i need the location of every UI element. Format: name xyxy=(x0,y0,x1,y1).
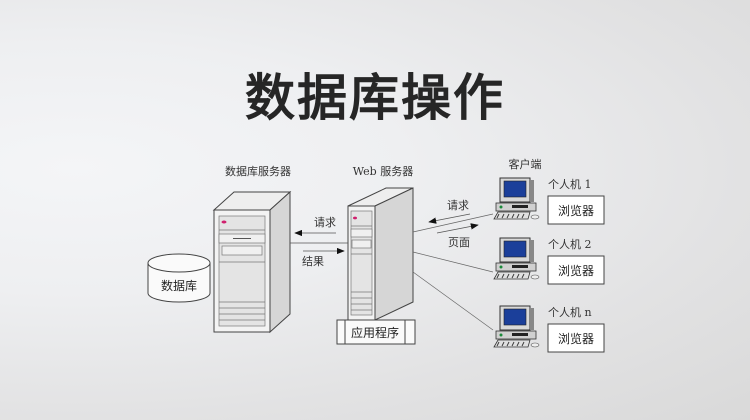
application-box: 应用程序 xyxy=(336,319,416,345)
browser-box xyxy=(547,195,605,225)
client-link-n xyxy=(412,271,494,331)
client-request-arrow xyxy=(428,213,471,224)
client-name-label: 个人机 n xyxy=(548,305,592,319)
db-server-icon xyxy=(212,190,292,334)
web-server-icon xyxy=(347,187,414,321)
browser-label: 浏览器 xyxy=(558,331,594,346)
client-3: 个人机 n 浏览器 xyxy=(493,305,605,353)
browser-label: 浏览器 xyxy=(558,203,594,218)
client-label: 客户端 xyxy=(509,157,542,171)
client-link-2 xyxy=(412,251,494,273)
client-request-label: 请求 xyxy=(447,199,469,212)
page-label: 页面 xyxy=(448,236,470,249)
page-title: 数据库操作 xyxy=(245,69,505,127)
client-1: 个人机 1 浏览器 xyxy=(493,177,605,225)
computer-icon xyxy=(493,177,540,220)
database-icon: 数据库 xyxy=(147,253,211,303)
database-label: 数据库 xyxy=(161,278,197,293)
browser-box xyxy=(547,255,605,285)
client-name-label: 个人机 2 xyxy=(548,237,592,251)
application-label: 应用程序 xyxy=(351,325,399,340)
result-label: 结果 xyxy=(302,255,324,268)
client-2: 个人机 2 浏览器 xyxy=(493,237,605,285)
request-label: 请求 xyxy=(314,216,336,229)
browser-box xyxy=(547,323,605,353)
page-arrow xyxy=(436,223,479,234)
client-link-1 xyxy=(412,213,494,233)
db-server-label: 数据库服务器 xyxy=(225,164,291,178)
browser-label: 浏览器 xyxy=(558,263,594,278)
web-server-label: Web 服务器 xyxy=(353,165,413,178)
computer-icon xyxy=(493,237,540,280)
client-name-label: 个人机 1 xyxy=(548,177,592,191)
computer-icon xyxy=(493,305,540,348)
